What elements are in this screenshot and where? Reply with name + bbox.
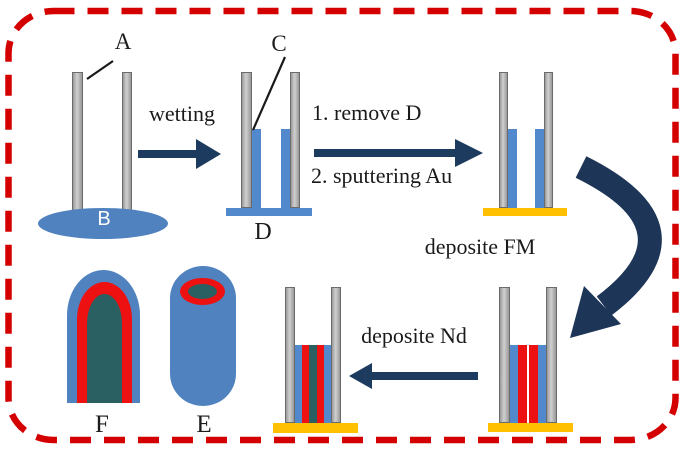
label-c: C — [271, 31, 287, 56]
template-wall-bar — [72, 72, 83, 215]
template-wall-bar — [544, 72, 553, 208]
wetting-layer-bar — [281, 129, 290, 208]
template-wall-bar — [122, 72, 132, 215]
template-wall-bar — [331, 287, 341, 423]
wetting-layer-bar — [252, 129, 261, 208]
tube-f-nd-core — [87, 294, 122, 403]
wetting-layer-bar — [508, 129, 517, 208]
wetting-layer-bar — [324, 345, 331, 423]
template-wall-bar — [499, 72, 508, 208]
au-electrode-base — [273, 423, 358, 433]
label-d: D — [254, 219, 272, 245]
template-wall-bar — [285, 287, 295, 423]
fm-layer-bar — [529, 345, 538, 423]
label-b: B — [97, 208, 111, 230]
wetting-layer-bar — [535, 129, 544, 208]
wetting-layer-bar — [538, 345, 546, 423]
template-wall-bar — [499, 287, 510, 423]
fm-layer-bar — [317, 345, 324, 423]
template-wall-bar — [290, 72, 300, 208]
wetting-label: wetting — [149, 101, 215, 126]
fm-layer-bar — [302, 345, 309, 423]
deposite-nd-arrow — [349, 363, 478, 389]
sputtering-au-label: 2. sputtering Au — [311, 163, 453, 188]
label-c-leader-line — [251, 56, 287, 131]
label-e: E — [196, 411, 212, 438]
fm-layer-bar — [518, 345, 527, 423]
tube-e-nd-core — [188, 284, 217, 299]
nd-core-bar — [309, 345, 317, 423]
label-a-leader-line — [86, 60, 114, 80]
label-a: A — [114, 29, 132, 54]
remove-d-label: 1. remove D — [312, 100, 422, 125]
label-f: F — [95, 411, 109, 438]
wetting-layer-bar — [295, 345, 302, 423]
template-wall-bar — [241, 72, 252, 208]
template-wall-bar — [546, 287, 557, 423]
deposite-nd-label: deposite Nd — [361, 323, 467, 348]
substrate-d-base — [226, 208, 312, 216]
au-electrode-base — [488, 423, 573, 432]
deposite-fm-curved-arrow — [570, 156, 662, 338]
wetting-layer-bar — [510, 345, 518, 423]
wetting-arrow — [138, 139, 221, 169]
deposite-fm-label: deposite FM — [424, 234, 536, 259]
au-electrode-base — [483, 208, 567, 216]
